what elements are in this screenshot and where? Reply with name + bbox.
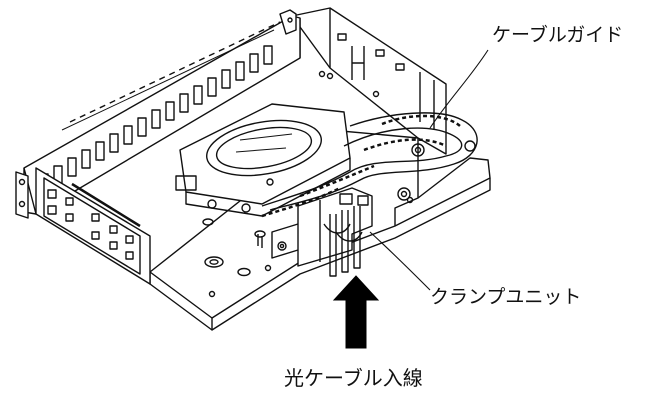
clamp-unit-leader <box>369 231 431 291</box>
tray-right-wall <box>291 7 447 155</box>
tray-front-panel <box>35 167 151 285</box>
arrow-up-icon <box>332 275 380 349</box>
mounting-posts <box>202 72 414 298</box>
tray-port-panel <box>15 9 301 219</box>
cable-guide-leader <box>429 49 489 129</box>
clamp-unit-label: クランプユニット <box>430 286 582 308</box>
diagram-caption: 光ケーブル入線 <box>284 366 423 390</box>
cable-guide-chain <box>261 112 478 218</box>
cable-guide-label: ケーブルガイド <box>492 24 624 46</box>
clamp-unit-assembly <box>271 187 373 277</box>
